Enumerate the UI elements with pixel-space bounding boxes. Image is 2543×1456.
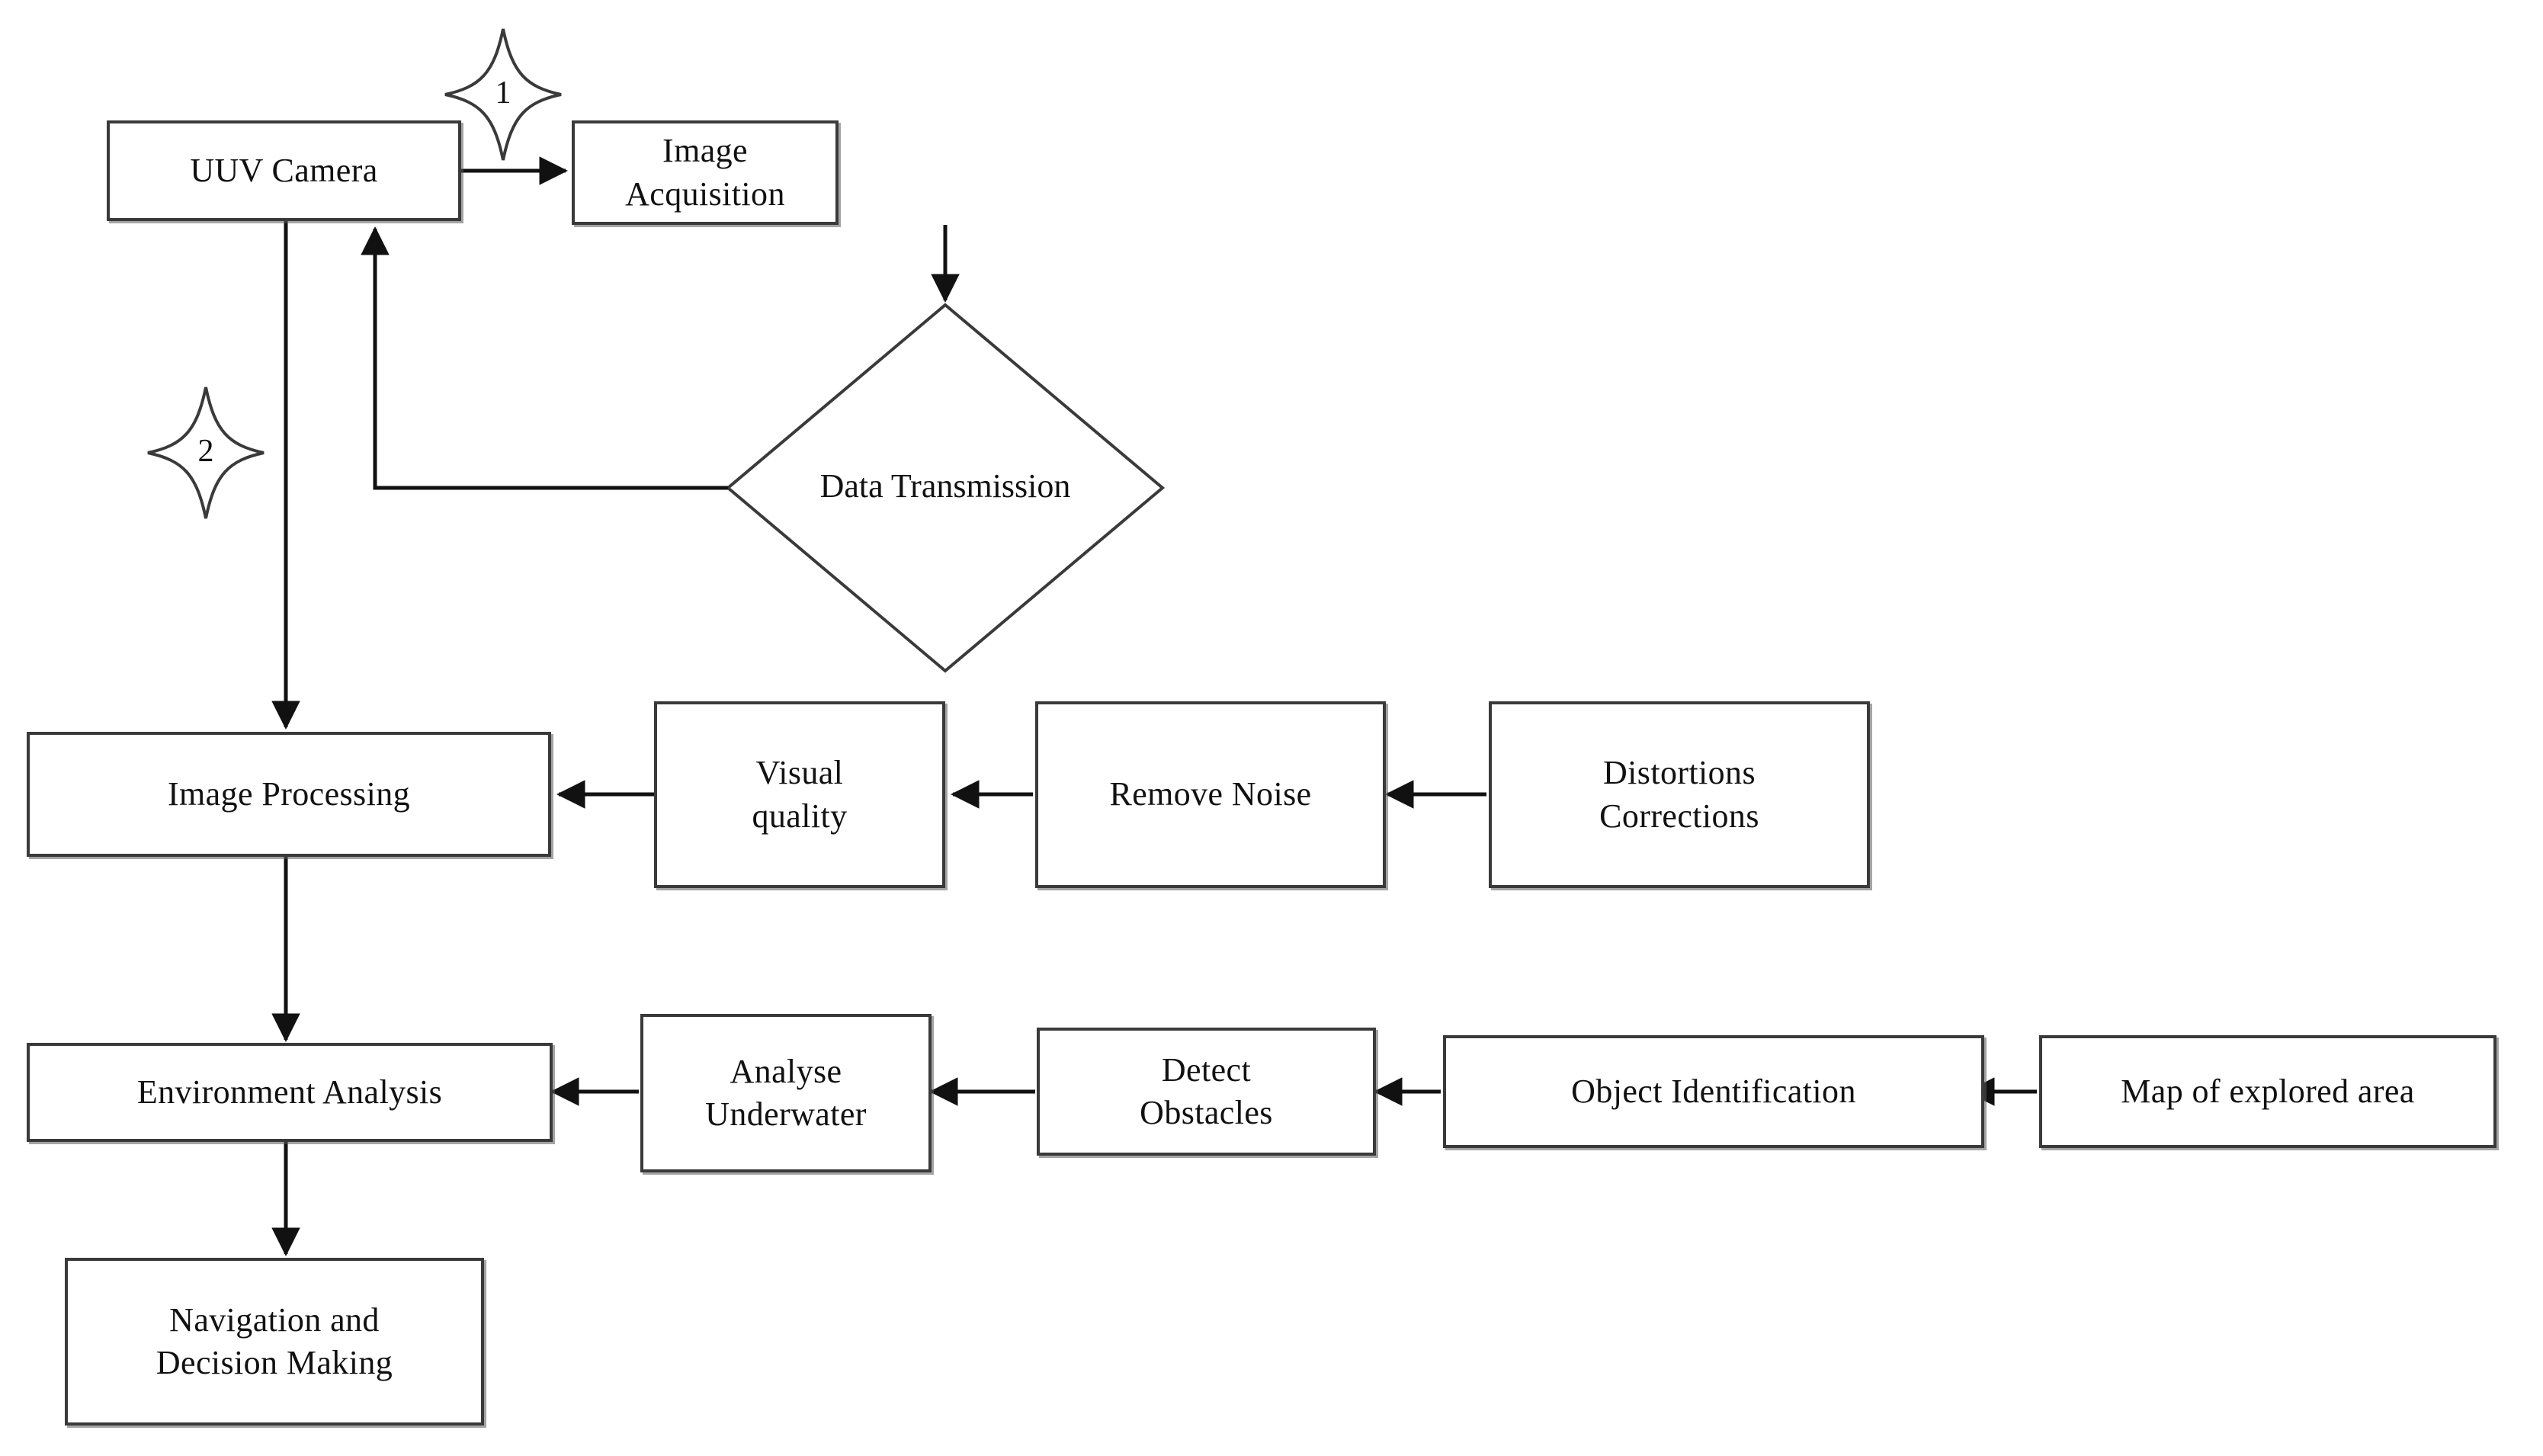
marker-star-2-shape: [147, 386, 265, 519]
node-detect-obstacles-label: Detect Obstacles: [1140, 1050, 1273, 1131]
marker-star-2-label-wrap: 2: [183, 433, 229, 470]
node-remove-noise[interactable]: Remove Noise: [1035, 701, 1386, 888]
data-transmission-diamond-shape: [725, 303, 1166, 673]
node-environment-analysis-label: Environment Analysis: [136, 1073, 443, 1111]
node-analyse-underwater-label: Analyse Underwater: [705, 1052, 867, 1133]
node-visual-quality[interactable]: Visual quality: [654, 701, 945, 888]
node-navigation-decision-making[interactable]: Navigation and Decision Making: [65, 1258, 484, 1426]
node-image-processing-label: Image Processing: [168, 775, 410, 813]
node-map-of-explored-area[interactable]: Map of explored area: [2039, 1035, 2497, 1148]
node-distortions-corrections-label: Distortions Corrections: [1599, 754, 1759, 835]
node-remove-noise-label: Remove Noise: [1109, 775, 1312, 813]
marker-star-1-label: 1: [495, 75, 511, 111]
node-image-acquisition-label: Image Acquisition: [625, 132, 785, 213]
node-distortions-corrections[interactable]: Distortions Corrections: [1489, 701, 1870, 888]
node-data-transmission-label: Data Transmission: [819, 467, 1071, 505]
node-data-transmission-label-wrap: Data Transmission: [717, 467, 1174, 505]
node-object-identification-label: Object Identification: [1571, 1072, 1856, 1110]
node-uuv-camera-label: UUV Camera: [190, 151, 378, 189]
edge-transmission-feedback-to-camera: [361, 226, 728, 490]
node-environment-analysis[interactable]: Environment Analysis: [27, 1043, 553, 1142]
node-object-identification[interactable]: Object Identification: [1443, 1035, 1984, 1148]
marker-star-1-shape: [444, 28, 562, 161]
node-map-of-explored-area-label: Map of explored area: [2121, 1072, 2415, 1110]
node-uuv-camera[interactable]: UUV Camera: [107, 120, 461, 221]
node-navigation-decision-making-label: Navigation and Decision Making: [156, 1300, 393, 1381]
marker-star-1-label-wrap: 1: [480, 75, 526, 111]
node-detect-obstacles[interactable]: Detect Obstacles: [1037, 1028, 1376, 1156]
node-image-processing[interactable]: Image Processing: [27, 732, 551, 857]
node-image-acquisition[interactable]: Image Acquisition: [572, 120, 839, 225]
node-analyse-underwater[interactable]: Analyse Underwater: [640, 1014, 932, 1172]
node-visual-quality-label: Visual quality: [752, 754, 848, 835]
marker-star-2-label: 2: [197, 434, 214, 469]
